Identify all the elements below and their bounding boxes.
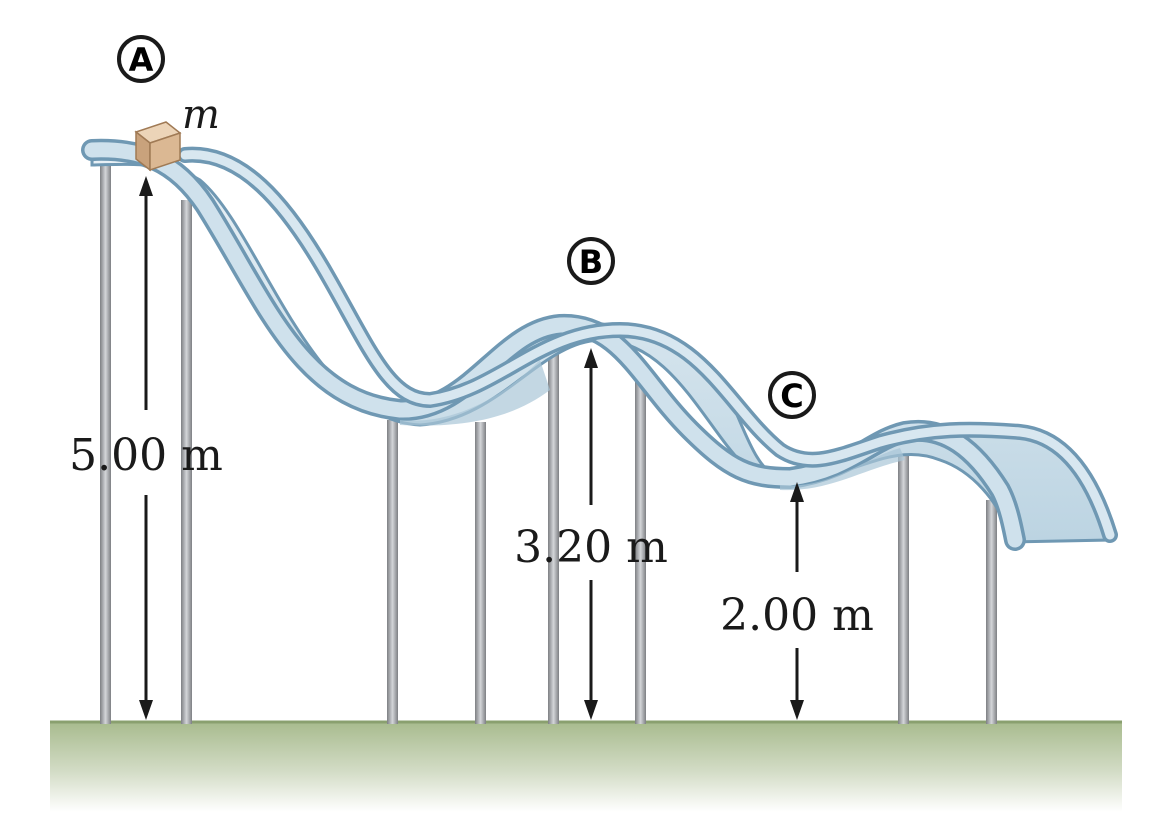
- block-mass-label: m: [182, 92, 220, 138]
- support-pole: [548, 340, 559, 724]
- slide-track: [81, 138, 1118, 551]
- support-pole: [475, 422, 486, 724]
- point-c-label: C: [780, 377, 803, 415]
- support-pole: [387, 420, 398, 724]
- support-pole: [986, 500, 997, 724]
- block-m: [134, 121, 182, 172]
- point-b-label: B: [579, 243, 603, 281]
- height-label-b: 3.20 m: [514, 522, 668, 573]
- support-poles: [100, 162, 997, 724]
- support-pole: [181, 200, 192, 724]
- height-label-a: 5.00 m: [69, 430, 223, 481]
- height-label-c: 2.00 m: [720, 590, 874, 641]
- point-c-marker: C: [768, 371, 816, 419]
- point-a-marker: A: [117, 35, 165, 83]
- support-pole: [100, 162, 111, 724]
- slide-surface: [90, 154, 1113, 544]
- ground: [50, 720, 1122, 812]
- point-b-marker: B: [567, 237, 615, 285]
- height-arrow-b: [584, 348, 598, 720]
- support-pole: [635, 382, 646, 724]
- support-pole: [898, 440, 909, 724]
- height-arrow-c: [790, 482, 804, 720]
- height-arrow-a: [139, 176, 153, 720]
- point-a-label: A: [129, 41, 154, 79]
